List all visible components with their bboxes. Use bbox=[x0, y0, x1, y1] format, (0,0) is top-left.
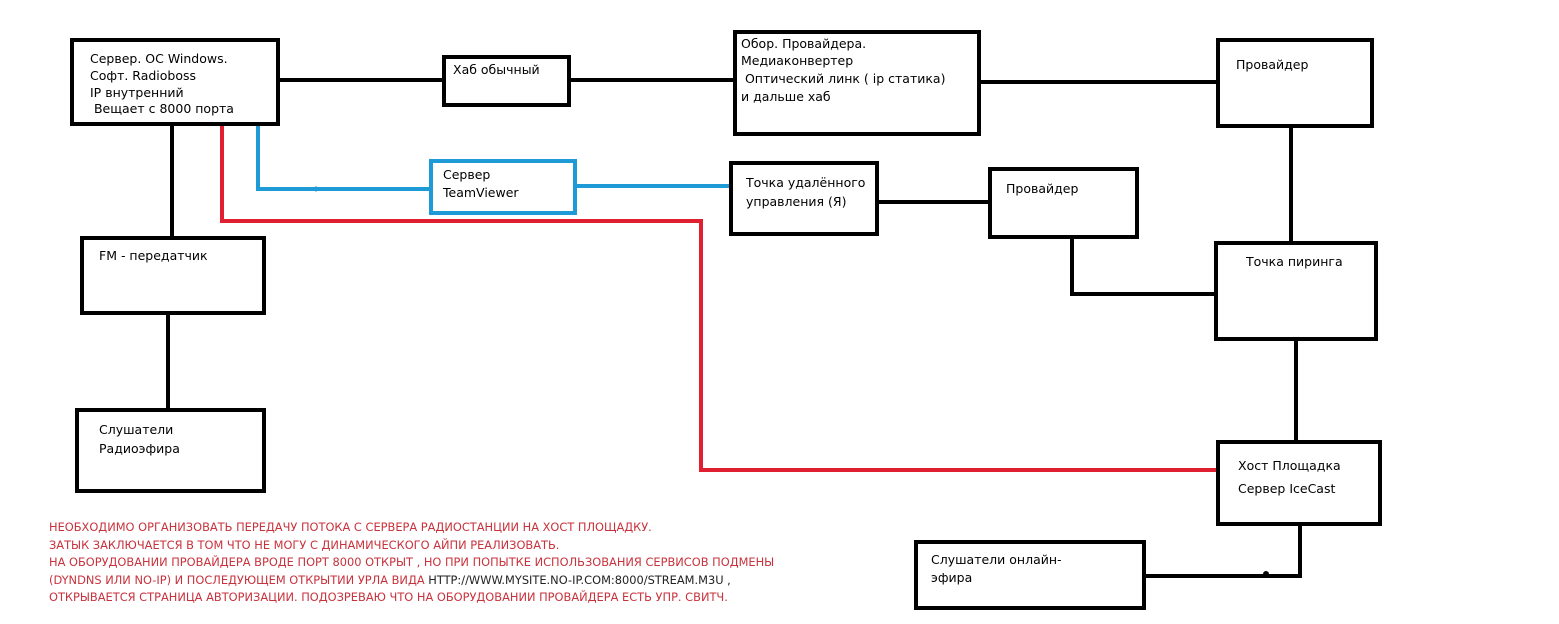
link-provider-peering-elbow bbox=[1070, 237, 1216, 296]
online-listeners-label-1: Слушатели онлайн- bbox=[931, 552, 1062, 567]
provider-top-label: Провайдер bbox=[1236, 57, 1308, 72]
boxes bbox=[70, 30, 1382, 610]
radio-listeners-box bbox=[75, 408, 266, 493]
note-line-3: НА ОБОРУДОВАНИИ ПРОВАЙДЕРА ВРОДЕ ПОРТ 80… bbox=[49, 555, 775, 569]
link-host-online-listeners bbox=[1144, 524, 1302, 578]
remote-point-box bbox=[729, 161, 879, 236]
provider-equipment-label-2: Медиаконвертер bbox=[741, 53, 853, 68]
note-line-4: (DYNDNS ИЛИ NO-IP) И ПОСЛЕДУЮЩЕМ ОТКРЫТИ… bbox=[49, 572, 774, 590]
server-label-3: IP внутренний bbox=[90, 85, 184, 100]
note-line-2: ЗАТЫК ЗАКЛЮЧАЕТСЯ В ТОМ ЧТО НЕ МОГУ С ДИ… bbox=[49, 537, 560, 552]
peering-point-box bbox=[1214, 241, 1378, 341]
teamviewer-box bbox=[429, 159, 577, 215]
server-box bbox=[70, 38, 280, 126]
link-server-teamviewer bbox=[256, 124, 431, 191]
fm-transmitter-box bbox=[80, 236, 266, 315]
remote-point-label-2: управления (Я) bbox=[746, 194, 846, 209]
server-label-4: Вещает с 8000 порта bbox=[90, 101, 234, 116]
teamviewer-label-2: TeamViewer bbox=[442, 185, 519, 200]
icecast-host-box bbox=[1216, 440, 1382, 526]
note-line-5: ОТКРЫВАЕТСЯ СТРАНИЦА АВТОРИЗАЦИИ. ПОДОЗР… bbox=[49, 590, 728, 604]
blue-junction-dot bbox=[313, 186, 319, 192]
teamviewer-label-1: Сервер bbox=[443, 167, 490, 182]
black-connectors bbox=[166, 78, 1302, 578]
fm-transmitter-label: FM - передатчик bbox=[99, 248, 208, 263]
provider-top-box bbox=[1216, 38, 1374, 128]
note-line-1: НЕОБХОДИМО ОРГАНИЗОВАТЬ ПЕРЕДАЧУ ПОТОКА … bbox=[49, 520, 652, 534]
note-url: HTTP://WWW.MYSITE.NO-IP.COM:8000/STREAM.… bbox=[428, 572, 731, 587]
icecast-host-label-1: Хост Площадка bbox=[1238, 458, 1341, 473]
online-listeners-label-2: эфира bbox=[931, 570, 972, 585]
box-labels: Сервер. ОС Windows. Софт. Radioboss IP в… bbox=[90, 36, 1343, 585]
provider-equipment-label-3: Оптический линк ( ip статика) bbox=[741, 71, 945, 86]
provider-middle-label: Провайдер bbox=[1006, 181, 1078, 196]
problem-description: НЕОБХОДИМО ОРГАНИЗОВАТЬ ПЕРЕДАЧУ ПОТОКА … bbox=[49, 519, 774, 607]
remote-point-label-1: Точка удалённого bbox=[745, 175, 865, 190]
provider-equipment-box bbox=[733, 30, 981, 136]
icecast-host-label-2: Сервер IceCast bbox=[1238, 481, 1335, 496]
server-label-1: Сервер. ОС Windows. bbox=[90, 51, 228, 66]
hub-box bbox=[442, 55, 571, 107]
provider-middle-box bbox=[988, 167, 1139, 239]
provider-equipment-label-4: и дальше хаб bbox=[741, 89, 831, 104]
provider-equipment-label-1: Обор. Провайдера. bbox=[741, 36, 866, 51]
junction-dot bbox=[1263, 571, 1269, 577]
peering-point-label: Точка пиринга bbox=[1245, 254, 1343, 269]
stream-link-server-icecast bbox=[220, 124, 1225, 472]
note-line-4-text: (DYNDNS ИЛИ NO-IP) И ПОСЛЕДУЮЩЕМ ОТКРЫТИ… bbox=[49, 572, 429, 587]
radio-listeners-label-1: Слушатели bbox=[99, 422, 173, 437]
online-listeners-box bbox=[914, 540, 1146, 610]
teamviewer-connectors bbox=[256, 124, 731, 191]
hub-label: Хаб обычный bbox=[453, 62, 540, 77]
server-label-2: Софт. Radioboss bbox=[90, 68, 196, 83]
radio-listeners-label-2: Радиоэфира bbox=[99, 441, 180, 456]
